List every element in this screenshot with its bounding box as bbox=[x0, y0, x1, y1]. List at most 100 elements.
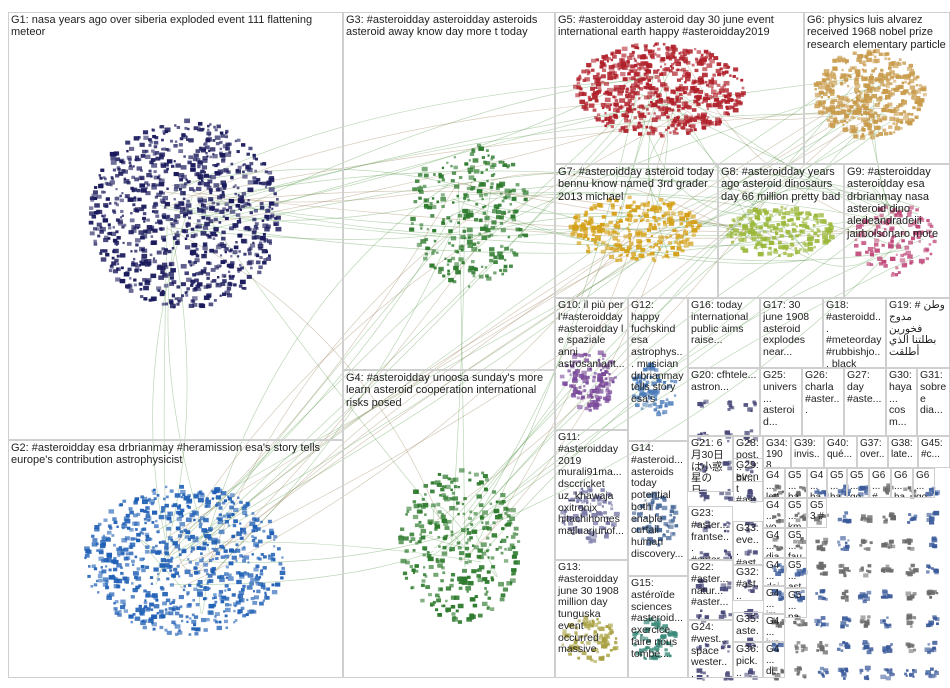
group-box-g37: G37: over... bbox=[857, 436, 888, 468]
group-label: G18: #asteroidd... #meteorday #rubbishjo… bbox=[826, 300, 883, 368]
node-cluster bbox=[794, 666, 806, 678]
node-cluster bbox=[837, 536, 849, 551]
group-box-g53: G53 # bbox=[807, 498, 827, 528]
group-box-g12: G12: happy fuchskind esa astrophys... mu… bbox=[628, 298, 688, 441]
group-box-g24: G24: #west... space wester... bbox=[688, 620, 733, 678]
group-label: G4... yo... bbox=[766, 500, 782, 528]
group-box-g49: G4... ha... bbox=[807, 468, 827, 498]
group-label: G27: day #aste... bbox=[847, 370, 883, 405]
group-label: G5... go... bbox=[850, 470, 866, 498]
group-label: G5... ha... bbox=[830, 470, 844, 498]
node-cluster bbox=[814, 616, 829, 627]
group-box-g51: G5... km... bbox=[785, 498, 807, 528]
group-label: G2: #asteroidday esa drbrianmay #heramis… bbox=[11, 442, 340, 467]
node-cluster bbox=[907, 513, 917, 524]
group-box-g6: G6: physics luis alvarez received 1968 n… bbox=[804, 12, 950, 164]
node-cluster bbox=[880, 616, 891, 628]
group-box-g45: G45: #c... bbox=[918, 436, 950, 468]
node-cluster bbox=[860, 666, 871, 680]
group-box-g48: G4... di... bbox=[763, 642, 785, 678]
group-box-g14: G14: #asteroid... asteroids today potent… bbox=[628, 441, 688, 576]
group-label: G37: over... bbox=[860, 438, 885, 468]
group-box-g39: G39: invis... bbox=[791, 436, 824, 468]
group-box-g31: G31: sobre e dia... bbox=[917, 368, 950, 436]
node-cluster bbox=[904, 669, 917, 678]
group-label: G33: eve... #ast... bbox=[736, 523, 760, 565]
group-box-g10: G10: il più per l'#asteroidday #asteroid… bbox=[555, 298, 628, 430]
group-box-g58: G6... # bbox=[869, 468, 891, 498]
group-box-g40: G40: qué... bbox=[824, 436, 857, 468]
group-label: G22: #aster... natur... #aster... bbox=[691, 562, 730, 609]
node-cluster bbox=[905, 591, 916, 600]
group-label: G11: #asteroidday 2019 murali91ma... dsc… bbox=[558, 432, 625, 538]
group-label: G36: pick... bbox=[736, 644, 760, 678]
group-label: G29: event #ast... bbox=[736, 460, 760, 502]
group-label: G16: today international public aims rai… bbox=[691, 300, 757, 347]
group-box-g5: G5: #asteroidday asteroid day 30 june ev… bbox=[555, 12, 804, 164]
group-label: G40: qué... bbox=[827, 438, 854, 460]
node-cluster bbox=[882, 643, 893, 654]
node-cluster bbox=[881, 565, 894, 573]
group-label: G19: # وطن مدوج فخورين بطلتنا الذي أطلقت bbox=[889, 300, 947, 359]
node-cluster bbox=[906, 642, 917, 653]
group-label: G14: #asteroid... asteroids today potent… bbox=[631, 443, 685, 561]
group-label: G5... km... bbox=[788, 500, 804, 528]
group-box-g32: G32: #ast... pro... bbox=[733, 565, 763, 601]
group-box-g56: G5... go... bbox=[847, 468, 869, 498]
group-label: G3: #asteroidday asteroidday asteroids a… bbox=[346, 14, 552, 39]
group-label: G4... im... bbox=[766, 588, 782, 614]
group-label: G38: late... bbox=[891, 438, 915, 468]
group-box-g43: G4... dia... bbox=[763, 528, 785, 558]
group-box-g3: G3: #asteroidday asteroidday asteroids a… bbox=[343, 12, 555, 370]
group-box-g59: G6... ha... bbox=[891, 468, 913, 498]
group-label: G8: #asteroidday years ago asteroid dino… bbox=[721, 166, 841, 203]
group-box-g50: G5... ha... bbox=[785, 468, 807, 498]
group-label: G53 # bbox=[810, 500, 824, 522]
node-cluster bbox=[862, 640, 873, 654]
group-box-g22: G22: #aster... natur... #aster... bbox=[688, 560, 733, 620]
node-cluster bbox=[905, 564, 918, 577]
group-label: G26: charla #aster... bbox=[805, 370, 841, 417]
group-label: G34: 1908... bbox=[766, 438, 788, 468]
group-box-g13: G13: #asteroidday june 30 1908 million d… bbox=[555, 560, 628, 678]
group-label: G32: #ast... pro... bbox=[736, 567, 760, 601]
group-box-g57: G5... na... bbox=[785, 588, 807, 618]
group-box-g42: G4... yo... bbox=[763, 498, 785, 528]
group-label: G5... fau... bbox=[788, 530, 804, 558]
group-box-g35: G35: aste... bbox=[733, 612, 763, 642]
group-box-g55: G5... ast... bbox=[785, 558, 807, 588]
group-label: G5... ha... bbox=[788, 470, 804, 498]
group-box-g30: G30: haya... cosm... bbox=[886, 368, 917, 436]
node-cluster bbox=[815, 538, 828, 551]
group-box-g34: G34: 1908... bbox=[763, 436, 791, 468]
node-cluster bbox=[815, 589, 828, 601]
group-box-g27: G27: day #aste... bbox=[844, 368, 886, 436]
group-label: G25: univers... asteroid... bbox=[763, 370, 799, 429]
node-cluster bbox=[840, 616, 851, 628]
group-box-g38: G38: late... bbox=[888, 436, 918, 468]
node-cluster bbox=[881, 589, 893, 598]
group-label: G6... go... bbox=[916, 470, 932, 498]
group-box-g4: G4: #asteroidday unoosa sunday's more le… bbox=[343, 370, 555, 678]
group-box-g25: G25: univers... asteroid... bbox=[760, 368, 802, 436]
group-box-g9: G9: #asteroidday asteroidday esa drbrian… bbox=[844, 164, 950, 298]
group-box-g19: G19: # وطن مدوج فخورين بطلتنا الذي أطلقت bbox=[886, 298, 950, 368]
node-cluster bbox=[926, 511, 939, 525]
group-label: G5: #asteroidday asteroid day 30 june ev… bbox=[558, 14, 801, 39]
group-box-g18: G18: #asteroidd... #meteorday #rubbishjo… bbox=[823, 298, 886, 368]
group-box-g21: G21: 6 月30日 は小惑 星の日... bbox=[688, 436, 733, 492]
node-cluster bbox=[902, 538, 914, 550]
group-box-g17: G17: 30 june 1908 asteroid explodes near… bbox=[760, 298, 823, 368]
group-label: G4... jun... bbox=[766, 616, 782, 642]
node-cluster bbox=[858, 591, 871, 603]
node-cluster bbox=[838, 511, 852, 523]
group-label: G35: aste... bbox=[736, 614, 760, 642]
group-label: G5... na... bbox=[788, 590, 804, 618]
group-label: G5... ast... bbox=[788, 560, 804, 588]
group-label: G39: invis... bbox=[794, 438, 821, 468]
group-box-g60: G6... go... bbox=[913, 468, 935, 498]
node-cluster bbox=[860, 514, 872, 523]
node-cluster bbox=[816, 641, 828, 654]
group-label: G7: #asteroidday asteroid today bennu kn… bbox=[558, 166, 715, 203]
group-box-g33: G33: eve... #ast... bbox=[733, 521, 763, 565]
